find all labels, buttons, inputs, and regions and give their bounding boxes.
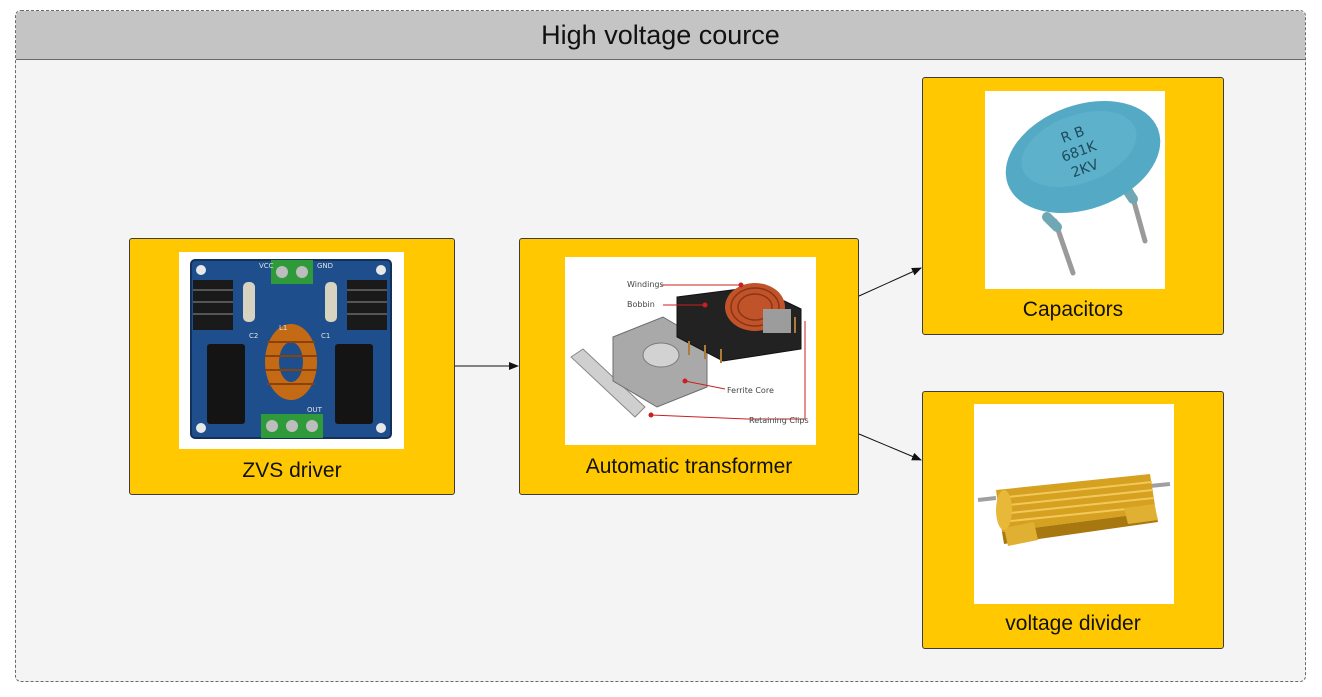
container-title: High voltage cource xyxy=(16,11,1305,60)
zvs-driver-board-image: VCC GND C2 C1 L1 OUT xyxy=(179,252,404,449)
zvs-driver-label: ZVS driver xyxy=(242,459,342,482)
silk-l1: L1 xyxy=(279,324,287,332)
silk-gnd: GND xyxy=(317,262,333,270)
capacitor-marking-1: R B xyxy=(1059,124,1087,147)
voltage-divider-label: voltage divider xyxy=(1005,612,1141,635)
callout-bobbin: Bobbin xyxy=(627,300,655,309)
silk-out: OUT xyxy=(307,406,323,414)
silk-c2: C2 xyxy=(249,332,258,340)
callout-windings: Windings xyxy=(627,280,664,289)
exploded-transformer-image: Windings Bobbin Ferrite Core Retaining C… xyxy=(565,257,816,445)
capacitors-label: Capacitors xyxy=(1022,298,1124,321)
silk-vcc: VCC xyxy=(259,262,274,270)
voltage-divider-block: voltage divider xyxy=(922,391,1224,649)
aluminum-resistor-image xyxy=(974,404,1174,604)
callout-retaining-clips: Retaining Clips xyxy=(749,416,809,425)
transformer-label: Automatic transformer xyxy=(585,455,793,478)
callout-ferrite-core: Ferrite Core xyxy=(727,386,774,395)
transformer-block: Windings Bobbin Ferrite Core Retaining C… xyxy=(519,238,859,495)
ceramic-capacitor-image: R B 681K 2KV xyxy=(985,91,1165,289)
zvs-driver-block: VCC GND C2 C1 L1 OUT ZVS driver xyxy=(129,238,455,495)
silk-c1: C1 xyxy=(321,332,330,340)
capacitors-block: R B 681K 2KV Capacitors xyxy=(922,77,1224,335)
